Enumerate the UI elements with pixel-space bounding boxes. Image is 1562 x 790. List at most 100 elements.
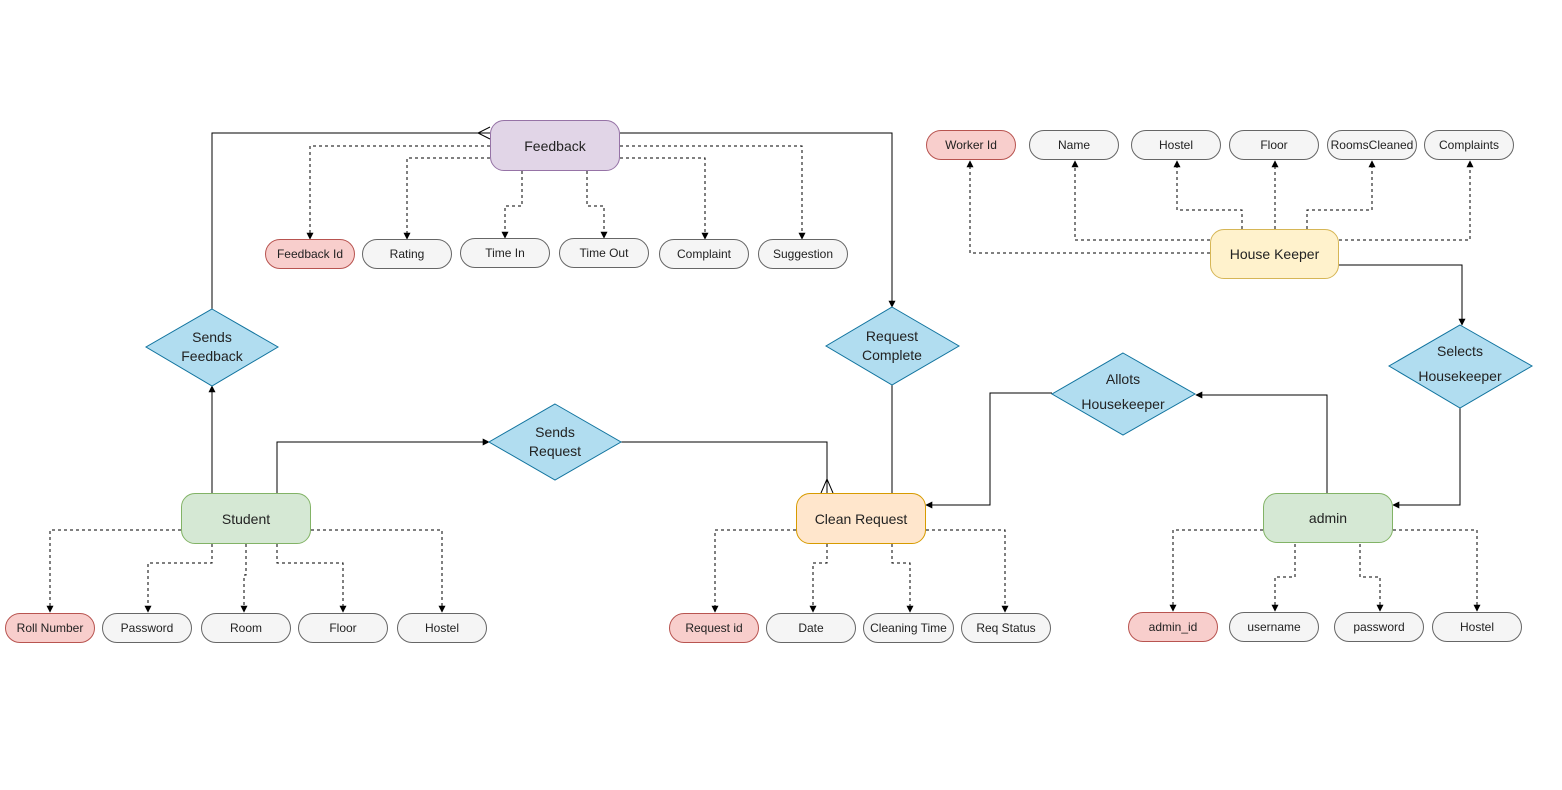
edge-house-keeper-selects — [1339, 264, 1466, 326]
relationship-sends-feedback: Sends Feedback — [152, 323, 272, 371]
attr-edge-room — [240, 544, 248, 613]
attr-edge-date — [809, 544, 828, 613]
attr-edge-student-hostel — [311, 529, 446, 613]
attr-request-id-label: Request id — [685, 621, 743, 635]
entity-student-label: Student — [221, 510, 271, 527]
attr-edge-hk-name — [1071, 160, 1210, 241]
attr-hk-floor[interactable]: Floor — [1229, 130, 1319, 160]
attr-req-status[interactable]: Req Status — [961, 613, 1051, 643]
attr-edge-req-status — [926, 529, 1009, 613]
attr-hk-floor-label: Floor — [1260, 138, 1288, 152]
edge-allots-clean-request — [925, 392, 1052, 509]
attr-suggestion-label: Suggestion — [772, 247, 834, 261]
attr-hk-name[interactable]: Name — [1029, 130, 1119, 160]
sends-request-label-1: Sends — [535, 424, 575, 440]
attr-username-label: username — [1247, 620, 1301, 634]
attr-feedback-id[interactable]: Feedback Id — [265, 239, 355, 269]
attr-edge-time-in — [501, 171, 523, 239]
attr-rooms-cleaned-label: RoomsCleaned — [1330, 138, 1414, 152]
entity-house-keeper-label: House Keeper — [1229, 246, 1320, 262]
attr-edge-rooms-cleaned — [1306, 160, 1376, 229]
attr-student-floor-label: Floor — [329, 621, 357, 635]
attr-room-label: Room — [229, 621, 262, 635]
allots-housekeeper-label-2: Housekeeper — [1081, 396, 1165, 412]
request-complete-label-2: Complete — [862, 347, 922, 363]
attr-edge-time-out — [586, 171, 608, 239]
attr-time-out[interactable]: Time Out — [559, 238, 649, 268]
attr-password[interactable]: Password — [102, 613, 192, 643]
attr-rating[interactable]: Rating — [362, 239, 452, 269]
attr-edge-student-floor — [276, 544, 347, 613]
attr-edge-request-id — [711, 529, 796, 613]
attr-room[interactable]: Room — [201, 613, 291, 643]
attr-request-id[interactable]: Request id — [669, 613, 759, 643]
edge-selects-admin — [1392, 408, 1461, 509]
attr-admin-hostel[interactable]: Hostel — [1432, 612, 1522, 642]
entity-clean-request[interactable]: Clean Request — [796, 493, 926, 544]
attr-roll-number[interactable]: Roll Number — [5, 613, 95, 643]
attr-complaint-label: Complaint — [676, 247, 732, 261]
relationship-allots-housekeeper: Allots Housekeeper — [1058, 366, 1188, 418]
attr-roll-number-label: Roll Number — [16, 621, 84, 635]
selects-housekeeper-diamond[interactable] — [1388, 324, 1534, 409]
attr-student-floor[interactable]: Floor — [298, 613, 388, 643]
attr-time-in-label: Time In — [485, 246, 525, 260]
attr-student-hostel-label: Hostel — [424, 621, 459, 635]
entity-student[interactable]: Student — [181, 493, 311, 544]
attr-username[interactable]: username — [1229, 612, 1319, 642]
entity-feedback-label: Feedback — [524, 137, 586, 154]
entity-feedback[interactable]: Feedback — [490, 120, 620, 171]
attr-complaints[interactable]: Complaints — [1424, 130, 1514, 160]
attr-edge-complaint — [620, 157, 709, 240]
attr-worker-id[interactable]: Worker Id — [926, 130, 1016, 160]
attr-edge-worker-id — [966, 160, 1210, 254]
attr-admin-hostel-label: Hostel — [1459, 620, 1494, 634]
sends-feedback-label-1: Sends — [192, 329, 232, 345]
sends-feedback-label-2: Feedback — [181, 348, 243, 364]
edge-feedback-request-complete — [620, 132, 896, 308]
attr-date-label: Date — [798, 621, 824, 635]
attr-admin-password-label: password — [1353, 620, 1405, 634]
crowfoot-clean-request — [820, 477, 834, 494]
attr-admin-password[interactable]: password — [1334, 612, 1424, 642]
sends-request-label-2: Request — [528, 443, 582, 459]
attr-hk-hostel[interactable]: Hostel — [1131, 130, 1221, 160]
relationship-selects-housekeeper: Selects Housekeeper — [1395, 338, 1525, 390]
relationship-request-complete: Request Complete — [832, 322, 952, 370]
attr-edge-roll-number — [46, 529, 181, 613]
attr-edge-password — [144, 544, 213, 613]
entity-house-keeper[interactable]: House Keeper — [1210, 229, 1339, 279]
attr-time-in[interactable]: Time In — [460, 238, 550, 268]
attr-edge-suggestion — [620, 145, 806, 240]
attr-time-out-label: Time Out — [579, 246, 629, 260]
edge-admin-allots — [1195, 391, 1328, 493]
attr-worker-id-label: Worker Id — [945, 138, 997, 152]
attr-feedback-id-label: Feedback Id — [276, 247, 344, 261]
request-complete-diamond[interactable] — [825, 306, 960, 386]
attr-edge-username — [1271, 544, 1296, 612]
entity-clean-request-label: Clean Request — [814, 510, 908, 527]
attr-student-hostel[interactable]: Hostel — [397, 613, 487, 643]
relationship-sends-request: Sends Request — [495, 418, 615, 466]
attr-admin-id[interactable]: admin_id — [1128, 612, 1218, 642]
attr-cleaning-time[interactable]: Cleaning Time — [863, 613, 954, 643]
attr-edge-complaints — [1339, 160, 1474, 241]
attr-hk-hostel-label: Hostel — [1158, 138, 1193, 152]
attr-rooms-cleaned[interactable]: RoomsCleaned — [1327, 130, 1417, 160]
attr-edge-admin-hostel — [1393, 529, 1481, 612]
attr-date[interactable]: Date — [766, 613, 856, 643]
attr-suggestion[interactable]: Suggestion — [758, 239, 848, 269]
edge-sends-request-clean-request — [621, 441, 828, 493]
attr-rating-label: Rating — [389, 247, 425, 261]
sends-request-diamond[interactable] — [487, 403, 623, 481]
allots-housekeeper-label-1: Allots — [1105, 371, 1141, 387]
entity-admin[interactable]: admin — [1263, 493, 1393, 543]
allots-housekeeper-diamond[interactable] — [1051, 352, 1197, 436]
attr-cleaning-time-label: Cleaning Time — [870, 621, 947, 635]
entity-admin-label: admin — [1308, 510, 1348, 526]
attr-req-status-label: Req Status — [976, 621, 1036, 635]
attr-edge-cleaning-time — [891, 544, 914, 613]
attr-complaint[interactable]: Complaint — [659, 239, 749, 269]
sends-feedback-diamond[interactable] — [145, 308, 279, 387]
